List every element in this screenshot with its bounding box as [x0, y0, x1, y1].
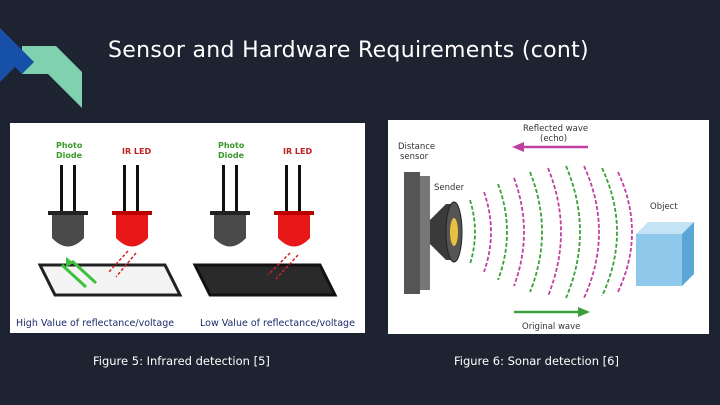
sender-label: Sender: [434, 183, 465, 193]
ir-led-1: [112, 165, 152, 247]
ir-led-label-1: IR LED: [122, 147, 151, 156]
figure5-caption: Figure 5: Infrared detection [5]: [93, 354, 270, 368]
photo-diode-label-1-line2: Diode: [56, 151, 83, 160]
black-surface: [192, 263, 338, 297]
sonar-figure: Reflected wave (echo) Distance sensor Se…: [388, 120, 709, 334]
photo-diode-label-2-line2: Diode: [218, 151, 245, 160]
object-label: Object: [650, 202, 678, 212]
slide-title: Sensor and Hardware Requirements (cont): [108, 38, 589, 63]
reflected-ir-arrows: [60, 257, 98, 289]
infrared-figure: Photo Diode IR LED Photo: [10, 123, 365, 333]
photo-diode-label-1-line1: Photo: [56, 141, 83, 150]
photo-diode-label-2-line1: Photo: [218, 141, 245, 150]
corner-green-shape: [22, 46, 82, 108]
corner-blue-band: [0, 28, 34, 74]
distance-sensor-device: [404, 172, 463, 294]
reflected-wave-arrow: [512, 142, 588, 152]
distance-sensor-label-line2: sensor: [400, 152, 429, 162]
distance-sensor-label-line1: Distance: [398, 142, 435, 152]
emitted-ir-arrows: [107, 250, 137, 278]
ir-led-label-2: IR LED: [283, 147, 312, 156]
high-reflectance-label: High Value of reflectance/voltage: [16, 318, 174, 329]
ir-led-2: [274, 165, 314, 247]
figure6-caption: Figure 6: Sonar detection [6]: [454, 354, 619, 368]
low-reflectance-label: Low Value of reflectance/voltage: [200, 318, 355, 329]
photo-diode-1: [48, 165, 88, 247]
photo-diode-2: [210, 165, 250, 247]
object-cube: [636, 222, 694, 286]
reflected-wave-label-line2: (echo): [540, 134, 567, 144]
original-wave-label: Original wave: [522, 322, 580, 332]
original-wave-arrow: [514, 307, 590, 317]
reflected-wave-label-line1: Reflected wave: [523, 124, 588, 134]
white-surface: [37, 263, 183, 297]
corner-decoration: [0, 28, 82, 108]
sonar-waves: [469, 165, 633, 299]
absorbed-ir-arrows: [267, 252, 299, 280]
